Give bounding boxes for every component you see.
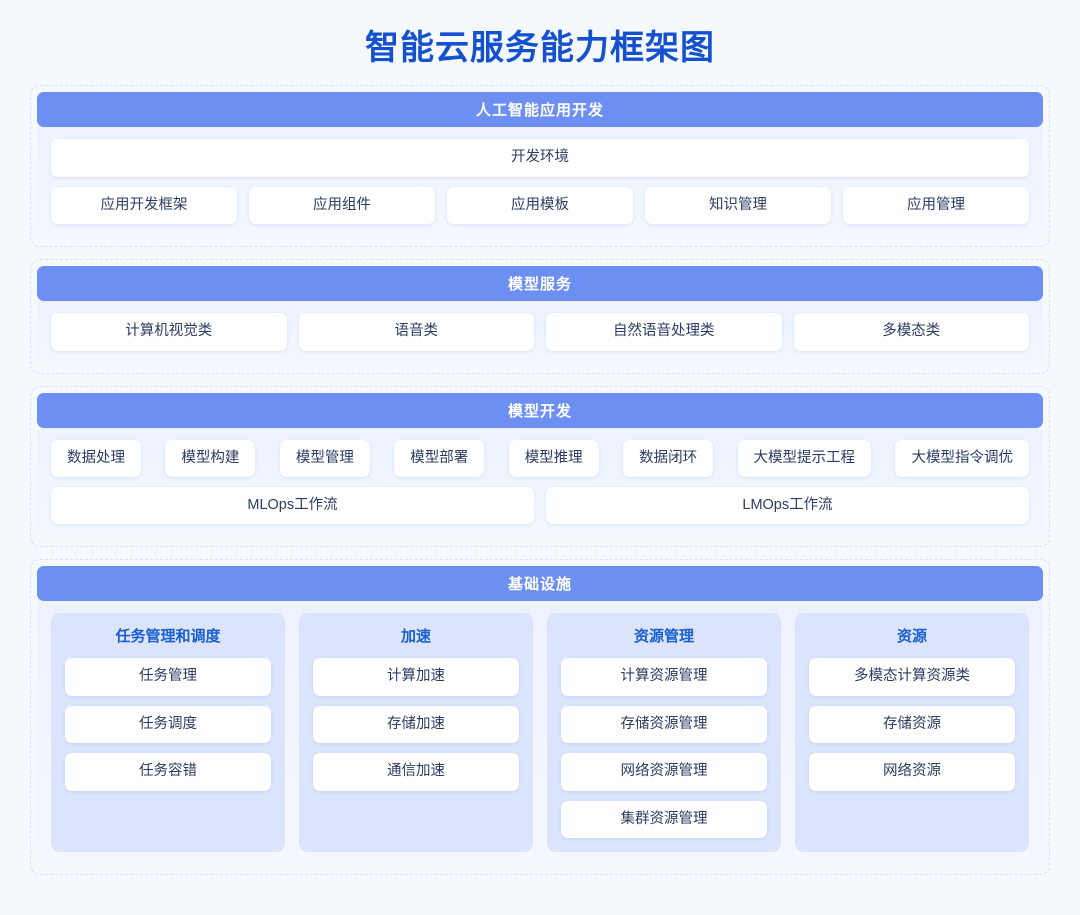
section-body: 任务管理和调度 任务管理 任务调度 任务容错 加速 计算加速 存储加速 通信加速… — [37, 601, 1043, 866]
section-ai-app-development: 人工智能应用开发 开发环境 应用开发框架 应用组件 应用模板 知识管理 应用管理 — [30, 85, 1050, 248]
list-item[interactable]: 计算机视觉类 — [51, 313, 287, 351]
section-header: 模型服务 — [37, 266, 1043, 302]
list-item[interactable]: 自然语音处理类 — [546, 313, 782, 351]
section-header: 模型开发 — [37, 392, 1043, 428]
section-infrastructure: 基础设施 任务管理和调度 任务管理 任务调度 任务容错 加速 计算加速 存储加速… — [30, 559, 1050, 875]
list-item[interactable]: 大模型指令调优 — [895, 439, 1029, 477]
page-title: 智能云服务能力框架图 — [365, 29, 715, 67]
list-item[interactable]: 应用组件 — [249, 186, 435, 225]
list-item[interactable]: 应用模板 — [447, 186, 633, 225]
section-body: 开发环境 应用开发框架 应用组件 应用模板 知识管理 应用管理 — [37, 127, 1043, 239]
column-heading: 资源 — [896, 628, 927, 646]
list-item[interactable]: 存储资源管理 — [561, 705, 767, 744]
list-item[interactable]: 语音类 — [298, 313, 534, 351]
list-item[interactable]: 知识管理 — [645, 186, 831, 225]
column-heading: 资源管理 — [633, 628, 694, 646]
list-item[interactable]: 任务调度 — [65, 705, 271, 744]
infra-column-task-management: 任务管理和调度 任务管理 任务调度 任务容错 — [51, 613, 285, 852]
section-model-service: 模型服务 计算机视觉类 语音类 自然语音处理类 多模态类 — [30, 259, 1050, 374]
list-item[interactable]: 网络资源 — [809, 753, 1015, 791]
column-heading: 任务管理和调度 — [115, 628, 221, 646]
list-item[interactable]: 应用管理 — [843, 186, 1029, 225]
item-row: 应用开发框架 应用组件 应用模板 知识管理 应用管理 — [51, 186, 1029, 225]
list-item[interactable]: 计算加速 — [313, 658, 519, 696]
list-item[interactable]: 模型部署 — [394, 439, 485, 477]
list-item[interactable]: 通信加速 — [313, 753, 519, 791]
list-item[interactable]: 集群资源管理 — [561, 800, 767, 838]
infra-column-resource-management: 资源管理 计算资源管理 存储资源管理 网络资源管理 集群资源管理 — [547, 613, 781, 852]
workflow-lmops[interactable]: LMOps工作流 — [546, 486, 1029, 525]
list-item[interactable]: 模型构建 — [165, 439, 256, 477]
list-item[interactable]: 多模态类 — [793, 313, 1029, 351]
list-item[interactable]: 网络资源管理 — [561, 753, 767, 791]
list-item[interactable]: 模型管理 — [279, 439, 370, 477]
section-header: 人工智能应用开发 — [37, 92, 1043, 128]
item-row: 计算机视觉类 语音类 自然语音处理类 多模态类 — [51, 313, 1029, 351]
item-row: 数据处理 模型构建 模型管理 模型部署 模型推理 数据闭环 大模型提示工程 大模… — [51, 439, 1029, 477]
list-item[interactable]: 存储加速 — [313, 705, 519, 744]
list-item[interactable]: 任务容错 — [65, 753, 271, 791]
infra-column-acceleration: 加速 计算加速 存储加速 通信加速 — [299, 613, 533, 852]
infra-column-resource: 资源 多模态计算资源类 存储资源 网络资源 — [795, 613, 1029, 852]
workflow-mlops[interactable]: MLOps工作流 — [51, 486, 534, 525]
column-heading: 加速 — [400, 628, 431, 646]
list-item[interactable]: 数据处理 — [51, 439, 141, 477]
list-item[interactable]: 数据闭环 — [623, 439, 714, 477]
section-body: 数据处理 模型构建 模型管理 模型部署 模型推理 数据闭环 大模型提示工程 大模… — [37, 427, 1043, 539]
section-header: 基础设施 — [37, 566, 1043, 602]
list-item[interactable]: 多模态计算资源类 — [809, 658, 1015, 696]
list-item[interactable]: 模型推理 — [508, 439, 599, 477]
section-body: 计算机视觉类 语音类 自然语音处理类 多模态类 — [37, 301, 1043, 365]
list-item[interactable]: 大模型提示工程 — [737, 439, 872, 477]
workflow-row: MLOps工作流 LMOps工作流 — [51, 486, 1029, 525]
section-model-development: 模型开发 数据处理 模型构建 模型管理 模型部署 模型推理 数据闭环 大模型提示… — [30, 385, 1050, 548]
list-item[interactable]: 存储资源 — [809, 705, 1015, 744]
list-item[interactable]: 计算资源管理 — [561, 658, 767, 696]
list-item[interactable]: 任务管理 — [65, 658, 271, 696]
infrastructure-grid: 任务管理和调度 任务管理 任务调度 任务容错 加速 计算加速 存储加速 通信加速… — [51, 613, 1029, 852]
list-item[interactable]: 应用开发框架 — [51, 186, 237, 225]
item-dev-environment[interactable]: 开发环境 — [51, 139, 1029, 177]
